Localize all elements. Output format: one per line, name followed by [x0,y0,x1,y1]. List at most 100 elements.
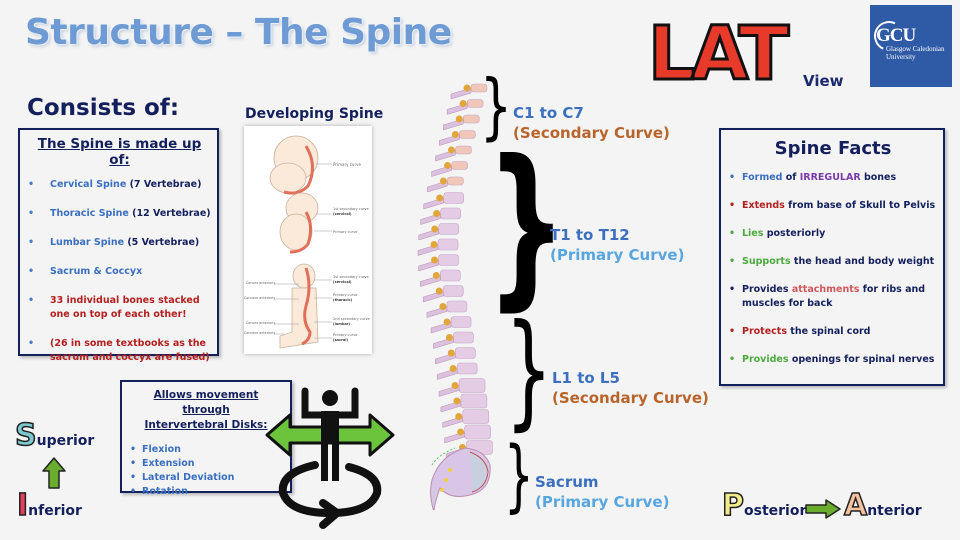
facet-joint [439,177,447,185]
person-head [322,390,338,406]
consists-heading: Consists of: [27,95,180,121]
vertebra-body [462,114,480,124]
item-text: (12 Vertebrae) [128,208,211,219]
item-text: 33 individual bones stacked one on top o… [50,295,200,320]
list-item: • Lateral Deviation [130,471,282,485]
vertebra-body [455,145,472,155]
anterior-letter: A [843,487,868,524]
fact-text: Supports the head and body weight [742,256,935,267]
list-item: • (26 in some textbooks as the sacrum and… [28,337,211,365]
facet-joint [430,241,438,248]
made-up-box: The Spine is made up of: •Cervical Spine… [18,128,219,363]
region-range: T1 to T12 [550,226,630,244]
vertebra-body [459,130,476,139]
vertebra-body [446,300,468,313]
superior-inferior-indicator: Superior Inferior [14,417,115,528]
bullet-icon: • [729,256,736,267]
developing-spine-diagram: Primary curve 1st secondary curve (cervi… [244,126,372,354]
bullet-icon: • [130,444,137,455]
region-curve: (Primary Curve) [550,246,685,264]
lumbar-label: (lumbar) [333,322,351,326]
region-curve: (Secondary Curve) [513,124,670,142]
vertebra-body [462,409,490,424]
vertebra-body [456,362,478,375]
list-item: • 33 individual bones stacked one on top … [28,294,211,322]
movement-item: Rotation [142,486,188,497]
posterior-anterior-indicator: Posterior Anterior [721,487,960,533]
fact-text: Provides attachments for ribs and muscle… [742,284,926,309]
item-highlight: Thoracic Spine [50,208,129,219]
item-highlight: Sacrum & Coccyx [50,266,143,277]
list-item: •Extends from base of Skull to Pelvis [729,199,937,213]
primary-curve-label-4: Primary curve [333,333,357,337]
vertebra-body [438,223,460,235]
facet-joint [444,162,452,169]
spine-facts-list: •Formed of IRREGULAR bones•Extends from … [729,171,937,367]
bullet-icon: • [28,237,35,248]
bullet-icon: • [28,179,35,190]
gcu-logo: GCU Glasgow Caledonian University [869,5,952,87]
bullet-icon: • [28,208,35,219]
sacral-label: (sacral) [333,338,348,342]
vertebra-body [460,393,488,409]
facet-joint [439,303,447,310]
superior-label: Superior [14,417,94,454]
sacrum-edge [469,451,489,493]
lumbar-brace-icon: } [505,298,553,443]
list-item: • Provides openings for spinal nerves [729,353,937,367]
sacrum-outline [431,447,456,466]
facet-joint [435,287,443,295]
list-item: •Lies posteriorly [729,227,937,241]
region-range: C1 to C7 [513,104,584,122]
movement-item: Extension [142,458,195,469]
bullet-icon: • [130,472,137,483]
cervical-label: (cervical) [333,212,352,216]
vertebra-body [443,192,464,204]
fact-text: Protects the spinal cord [742,326,871,337]
facet-joint [436,194,444,202]
movement-heading-line2: Intervertebral Disks: [144,419,268,431]
list-item: •Rotation [130,485,282,499]
bullet-icon: • [28,295,35,306]
spine-illustration [410,70,520,516]
facet-joint [459,100,467,107]
made-up-list: •Cervical Spine (7 Vertebrae) •Thoracic … [28,178,211,365]
region-curve: (Secondary Curve) [552,389,709,407]
vertebra-body [440,207,461,220]
bullet-icon: • [729,354,736,365]
list-item: •Provides attachments for ribs and muscl… [729,283,937,311]
item-text: (7 Vertebrae) [126,179,202,190]
region-curve: (Primary Curve) [535,493,670,511]
fact-text: Lies posteriorly [742,228,826,239]
movement-item: Flexion [142,444,181,455]
spine-facts-box: Spine Facts •Formed of IRREGULAR bones•E… [719,128,945,386]
fact-text: Provides openings for spinal nerves [742,354,935,365]
posterior-letter: P [721,487,745,524]
list-item: •Lumbar Spine (5 Vertebrae) [28,236,211,250]
page-title: Structure – The Spine [25,12,452,53]
sacrum-brace-icon: } [504,431,534,521]
vertebra-body [451,161,468,170]
superior-letter: S [14,417,37,454]
vertebra-body [440,269,461,282]
movement-item: Lateral Deviation [142,472,235,483]
thoracic-label-group: T1 to T12 (Primary Curve) [550,225,684,265]
list-item: •Sacrum & Coccyx [28,265,211,279]
bullet-icon: • [729,172,736,183]
second-secondary-label: 2nd secondary curve [333,317,370,321]
vertebra-body [450,316,472,328]
movement-heading-line1: Allows movement through [153,389,259,416]
lat-logo-suffix: View [803,72,844,90]
list-item: • Thoracic Spine (12 Vertebrae) [28,207,211,221]
bullet-icon: • [130,458,137,469]
person-leg-left [321,441,328,481]
vertebra-body [442,285,464,297]
primary-curve-label-3: Primary curve [333,293,357,297]
developing-spine-title: Developing Spine [245,106,384,122]
cervical-brace-icon: } [480,64,513,148]
fact-text: Extends from base of Skull to Pelvis [742,200,936,211]
bullet-icon: • [28,338,35,349]
item-text: (26 in some textbooks as the sacrum and … [50,338,210,363]
first-secondary-label-2: 1st secondary curve [333,275,369,279]
facet-joint [431,225,439,233]
